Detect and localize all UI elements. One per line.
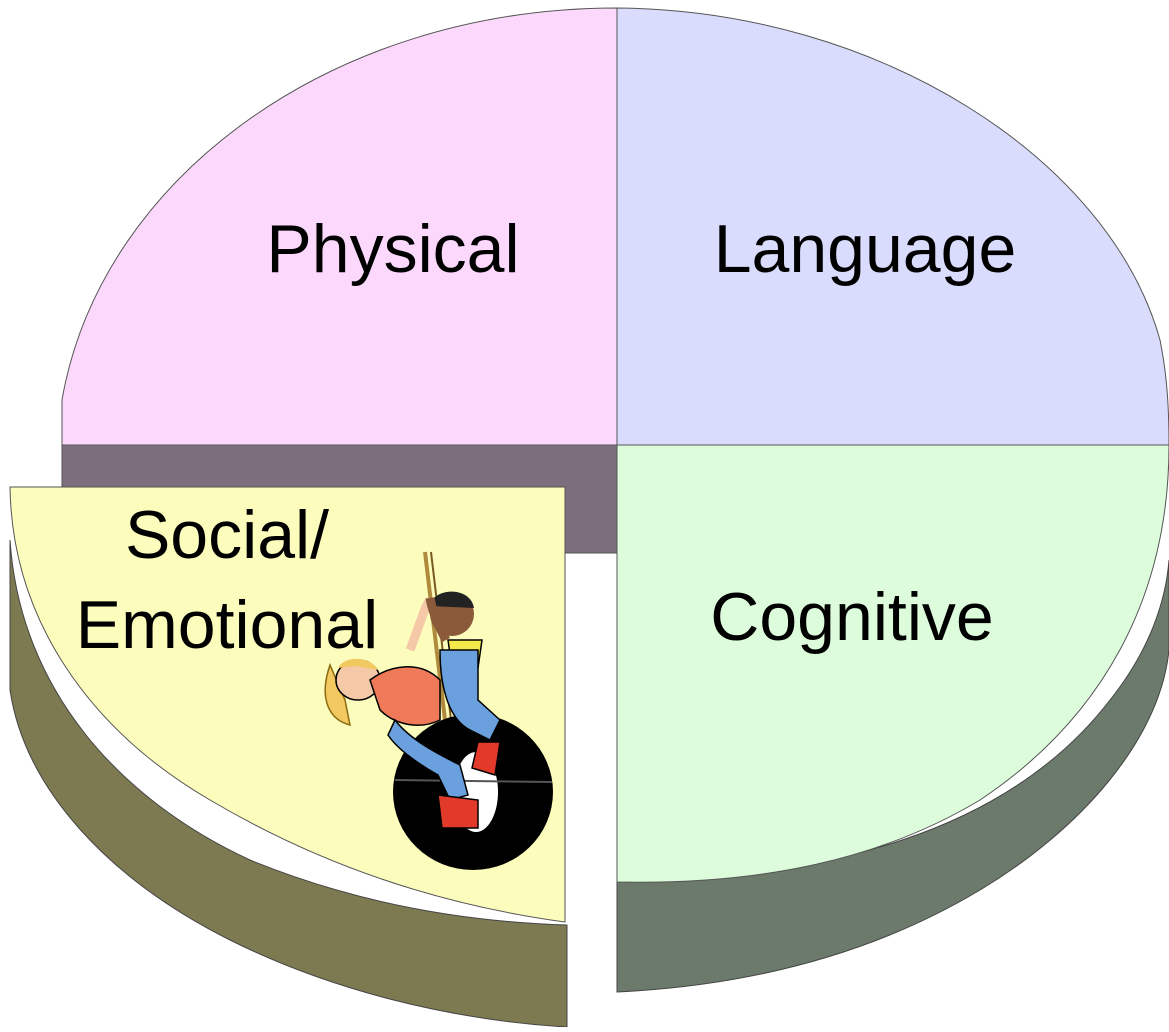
cognitive-segment xyxy=(616,444,1169,883)
cognitive-label: Cognitive xyxy=(710,579,994,655)
physical-segment xyxy=(61,7,618,446)
social-label-line2: Emotional xyxy=(76,587,378,663)
physical-label: Physical xyxy=(266,211,519,287)
language-label: Language xyxy=(714,211,1017,287)
social-label-line1: Social/ xyxy=(125,497,329,573)
children-on-tire-swing-icon xyxy=(324,551,553,870)
social-depth-side xyxy=(9,539,568,1028)
language-segment xyxy=(616,7,1169,446)
